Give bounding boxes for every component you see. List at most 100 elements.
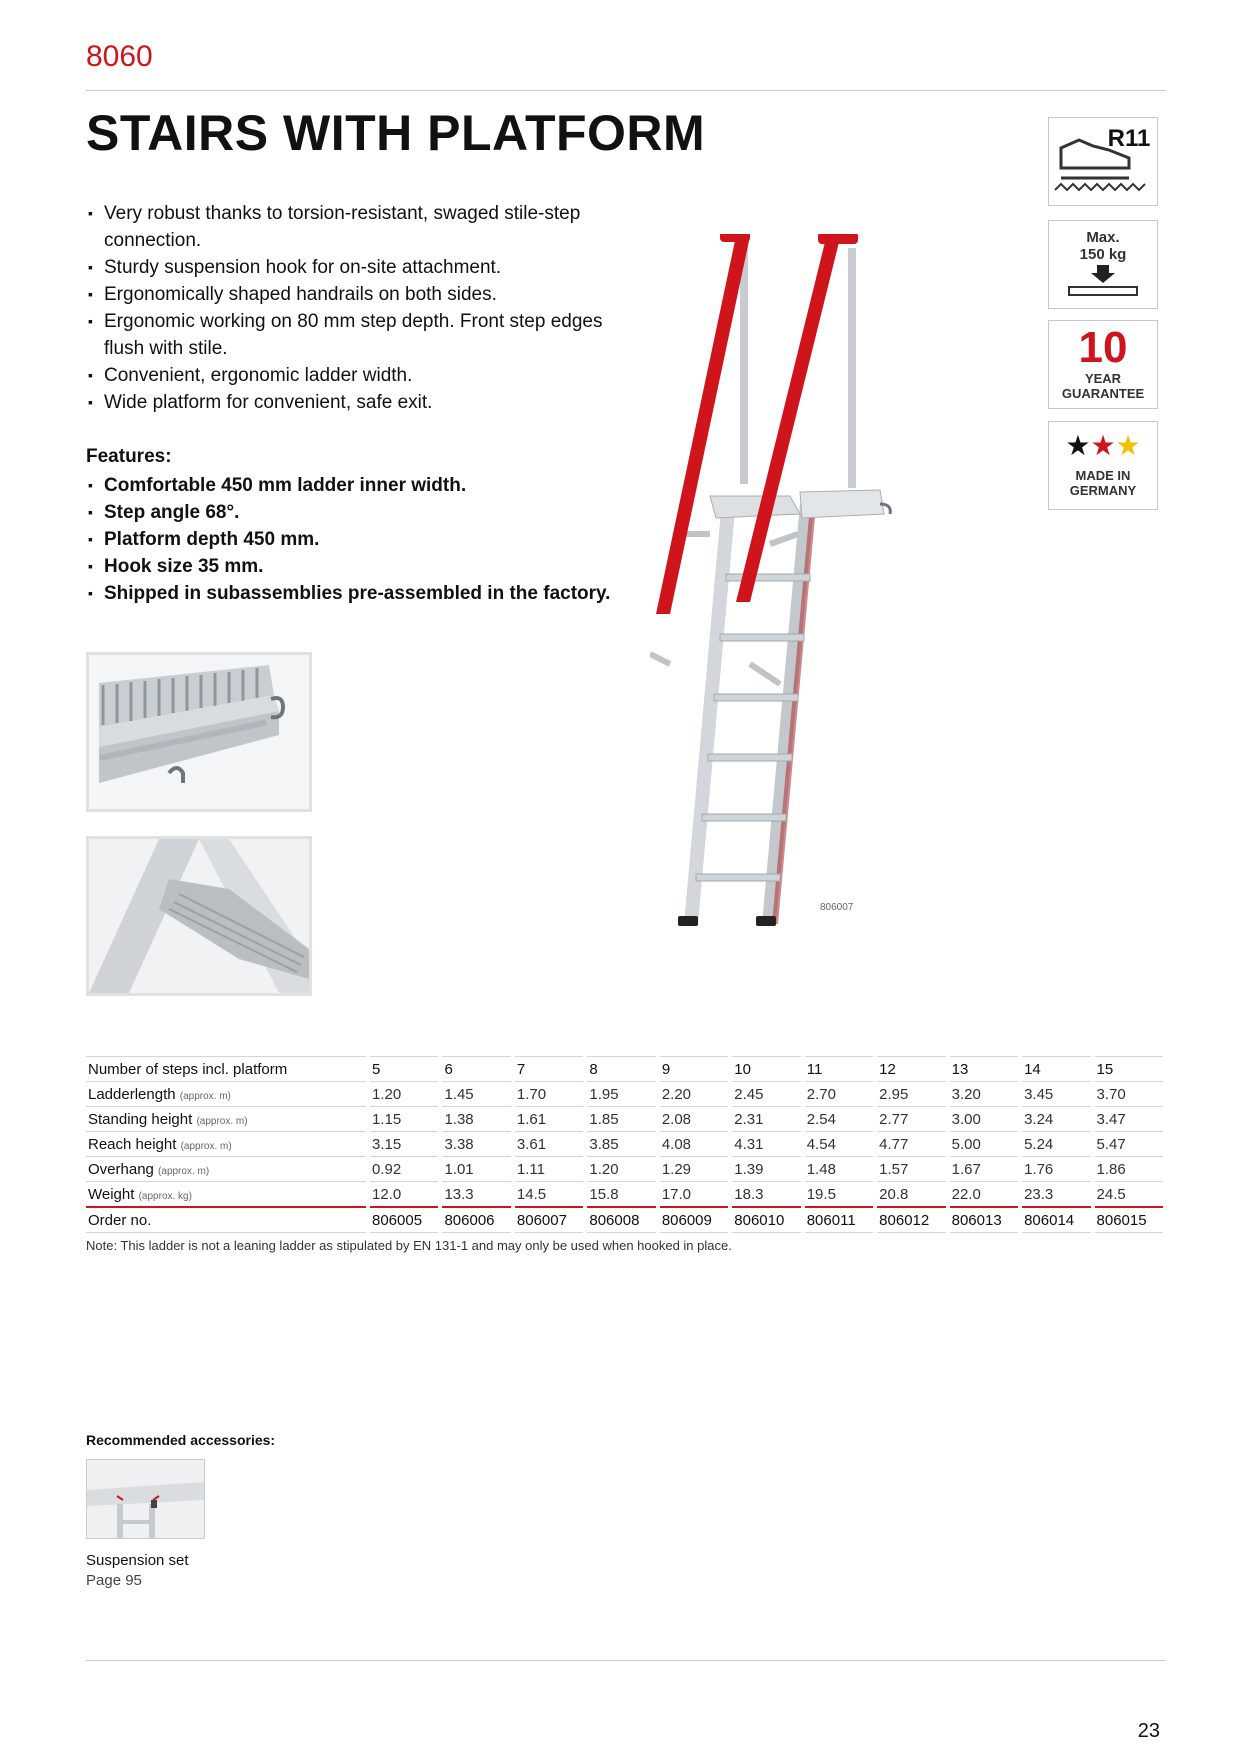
table-cell: 13.3 [442, 1181, 511, 1208]
spec-item: Platform depth 450 mm. [86, 526, 686, 553]
safety-shoe-icon: R11 [1054, 125, 1151, 192]
ladder-steps [695, 573, 811, 882]
table-cell: 806008 [587, 1207, 656, 1233]
slip-rating: R11 [1108, 125, 1151, 152]
step-detail-image [86, 836, 312, 996]
table-cell: 2.31 [732, 1106, 801, 1132]
table-cell: 1.85 [587, 1106, 656, 1132]
table-cell: 0.92 [370, 1156, 439, 1182]
feature-item: Ergonomically shaped handrails on both s… [86, 281, 646, 308]
spec-item: Hook size 35 mm. [86, 553, 686, 580]
table-cell: 23.3 [1022, 1181, 1091, 1208]
platform [709, 495, 801, 519]
row-unit: (approx. m) [179, 1090, 231, 1102]
table-cell: 1.61 [514, 1106, 584, 1132]
max-load-label: Max. [1086, 229, 1120, 246]
table-cell: 20.8 [877, 1181, 946, 1208]
table-cell: 1.70 [514, 1081, 584, 1107]
table-cell: 9 [659, 1056, 729, 1082]
table-cell: 12.0 [370, 1181, 439, 1208]
table-cell: 5.24 [1022, 1131, 1091, 1157]
table-cell: 8 [587, 1056, 656, 1082]
table-cell: 17.0 [659, 1181, 729, 1208]
max-load-value: 150 kg [1079, 246, 1127, 263]
row-unit: (approx. m) [180, 1140, 232, 1152]
table-cell: 4.54 [804, 1131, 874, 1157]
table-cell: 4.08 [659, 1131, 729, 1157]
table-cell: 11 [804, 1056, 874, 1082]
row-label: Ladderlength (approx. m) [86, 1081, 366, 1107]
made-line2: GERMANY [1069, 483, 1137, 498]
table-cell: 2.77 [877, 1106, 946, 1132]
table-cell: 2.70 [804, 1081, 874, 1107]
feature-item: Wide platform for convenient, safe exit. [86, 389, 646, 416]
footer-rule [86, 1660, 1166, 1661]
row-label: Overhang (approx. m) [86, 1156, 366, 1182]
table-cell: 1.67 [949, 1156, 1019, 1182]
table-cell: 14.5 [514, 1181, 584, 1208]
table-cell: 5.00 [949, 1131, 1019, 1157]
spec-item: Shipped in subassemblies pre-assembled i… [86, 580, 686, 607]
table-cell: 806007 [514, 1207, 584, 1233]
platform-grating-illustration [89, 655, 309, 809]
suspension-set-image[interactable] [86, 1459, 205, 1539]
table-cell: 3.85 [587, 1131, 656, 1157]
row-label-text: Weight [88, 1185, 135, 1203]
table-cell: 3.70 [1094, 1081, 1163, 1107]
table-cell: 1.11 [514, 1156, 584, 1182]
table-cell: 6 [442, 1056, 511, 1082]
stars-icon: ★★★ [1049, 430, 1157, 462]
table-cell: 1.86 [1094, 1156, 1163, 1182]
accessory-name[interactable]: Suspension set [86, 1552, 189, 1569]
ladder-stile [684, 499, 736, 924]
table-cell: 3.61 [514, 1131, 584, 1157]
row-label: Number of steps incl. platform [86, 1056, 366, 1082]
table-cell: 806012 [877, 1207, 946, 1233]
ladder-illustration [648, 230, 910, 940]
table-cell: 2.45 [732, 1081, 801, 1107]
table-cell: 3.47 [1094, 1106, 1163, 1132]
handrail-post [848, 248, 856, 488]
table-cell: 4.77 [877, 1131, 946, 1157]
stairs-with-platform-illustration [648, 230, 892, 926]
table-cell: 2.08 [659, 1106, 729, 1132]
made-line1: MADE IN [1075, 468, 1131, 483]
figure-article-code: 806007 [820, 902, 854, 913]
table-cell: 4.31 [732, 1131, 801, 1157]
spec-list: Comfortable 450 mm ladder inner width. S… [86, 472, 686, 607]
table-cell: 1.45 [442, 1081, 511, 1107]
row-label: Standing height (approx. m) [86, 1106, 366, 1132]
table-cell: 806006 [442, 1207, 511, 1233]
accessory-page-reference: Page 95 [86, 1572, 142, 1589]
guarantee-line1: YEAR [1084, 371, 1122, 386]
table-cell: 3.24 [1022, 1106, 1091, 1132]
table-cell: 1.76 [1022, 1156, 1091, 1182]
guarantee-line2: GUARANTEE [1061, 386, 1145, 401]
table-cell: 806011 [804, 1207, 874, 1233]
table-cell: 1.20 [587, 1156, 656, 1182]
slip-resistance-badge: R11 [1048, 117, 1158, 206]
table-cell: 806005 [370, 1207, 439, 1233]
row-unit: (approx. m) [196, 1115, 248, 1127]
stile-accent [772, 506, 816, 924]
table-cell: 806010 [732, 1207, 801, 1233]
table-cell: 22.0 [949, 1181, 1019, 1208]
table-cell: 24.5 [1094, 1181, 1163, 1208]
table-cell: 1.20 [370, 1081, 439, 1107]
row-label-text: Ladderlength [88, 1085, 176, 1103]
table-cell: 806009 [659, 1207, 729, 1233]
table-cell: 1.95 [587, 1081, 656, 1107]
row-label: Order no. [86, 1207, 366, 1233]
table-cell: 10 [732, 1056, 801, 1082]
star-icon: ★ [1090, 430, 1116, 461]
table-cell: 5 [370, 1056, 439, 1082]
table-cell: 7 [514, 1056, 584, 1082]
star-icon: ★ [1065, 430, 1091, 461]
table-cell: 1.38 [442, 1106, 511, 1132]
platform-hook-plate [799, 489, 885, 519]
